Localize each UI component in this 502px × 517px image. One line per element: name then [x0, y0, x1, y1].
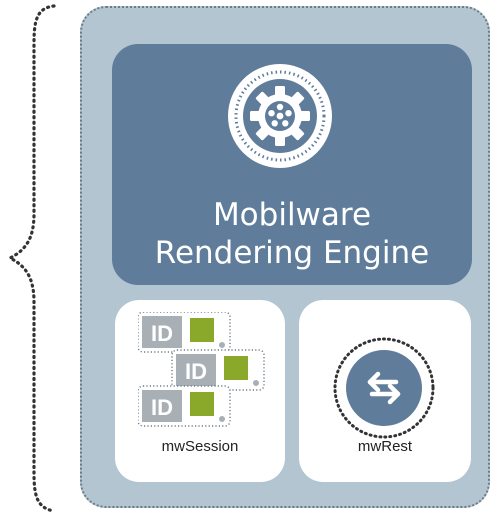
engine-title: Mobilware Rendering Engine	[112, 196, 472, 272]
engine-title-line1: Mobilware	[212, 197, 372, 233]
curly-brace	[6, 4, 56, 513]
engine-title-line2: Rendering Engine	[154, 235, 430, 271]
mwsession-label: mwSession	[161, 438, 239, 455]
id-card-icon: ID	[138, 312, 265, 427]
gear-icon	[228, 64, 332, 168]
exchange-arrows-icon	[333, 337, 435, 439]
mwrest-card: mwRest	[299, 300, 471, 482]
mwrest-label: mwRest	[357, 438, 413, 455]
